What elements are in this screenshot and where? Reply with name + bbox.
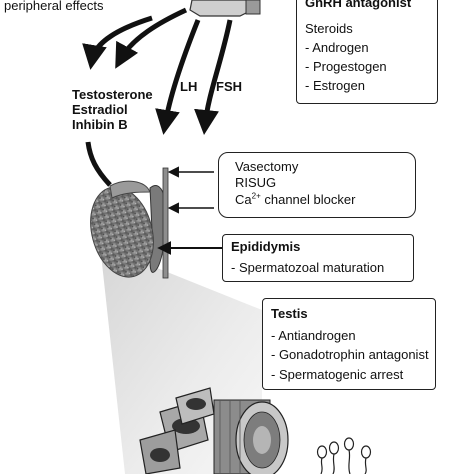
- epididymis-box: Epididymis - Spermatozoal maturation: [222, 234, 414, 282]
- fsh-label: FSH: [216, 79, 242, 94]
- testis-box: Testis - Antiandrogen - Gonadotrophin an…: [262, 298, 436, 390]
- pituitary-illustration: [189, 0, 261, 17]
- spermatozoa-illustration: [316, 437, 372, 474]
- steroid-progestogen: - Progestogen: [305, 59, 387, 74]
- risug-label: RISUG: [235, 175, 277, 190]
- testis-illustration: [90, 167, 169, 279]
- feedback-arrow: [85, 141, 112, 187]
- fsh-arrow: [194, 19, 233, 135]
- arrow-peripheral-2: [115, 7, 188, 69]
- calcium-suffix: channel blocker: [260, 192, 356, 207]
- steroids-title: Steroids: [305, 21, 353, 36]
- vasectomy-label: Vasectomy: [235, 159, 299, 174]
- lh-label: LH: [180, 79, 198, 94]
- hormone-testosterone: Testosterone: [72, 87, 153, 102]
- hormone-estradiol: Estradiol: [72, 102, 128, 117]
- calcium-channel-blocker-label: Ca2+ channel blocker: [235, 190, 355, 209]
- calcium-prefix: Ca: [235, 192, 252, 207]
- calcium-superscript: 2+: [251, 191, 261, 201]
- antiandrogen-label: - Antiandrogen: [271, 328, 356, 343]
- gnrh-antagonist-heading: GnRH antagonist: [305, 0, 412, 10]
- hormone-inhibin-b: Inhibin B: [72, 117, 128, 132]
- steroid-estrogen: - Estrogen: [305, 78, 365, 93]
- gonadotrophin-antagonist-label: - Gonadotrophin antagonist: [271, 347, 429, 362]
- steroids-box: GnRH antagonist Steroids - Androgen - Pr…: [296, 0, 438, 104]
- testis-title: Testis: [271, 306, 308, 321]
- spermatogenic-arrest-label: - Spermatogenic arrest: [271, 367, 404, 382]
- spermatozoal-maturation-label: - Spermatozoal maturation: [231, 260, 385, 275]
- peripheral-effects-label: peripheral effects: [4, 0, 104, 13]
- arrow-peripheral-1: [82, 15, 153, 70]
- seminiferous-tubule-illustration: [139, 387, 289, 474]
- lh-arrow: [155, 19, 201, 135]
- steroid-androgen: - Androgen: [305, 40, 369, 55]
- epididymis-title: Epididymis: [231, 239, 301, 254]
- vas-deferens-box: Vasectomy RISUG Ca2+ channel blocker: [218, 152, 416, 218]
